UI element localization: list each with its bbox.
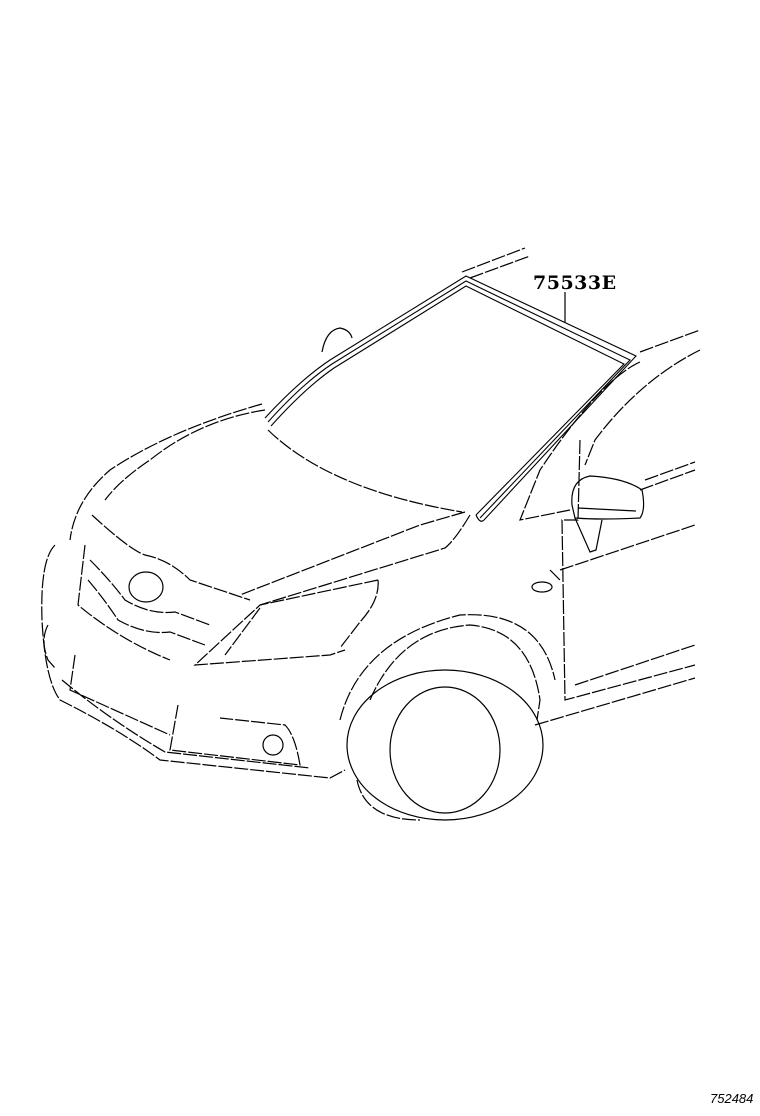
rocker-line: [534, 677, 696, 726]
grille-bar-2: [87, 579, 206, 646]
fog-lamp: [262, 734, 284, 756]
fog-lamp-housing: [169, 704, 301, 766]
wheel-rim: [389, 686, 501, 814]
window-sill: [639, 469, 696, 491]
bumper-intake: [69, 654, 171, 736]
window-sill-top: [644, 461, 696, 481]
headlight-inner: [224, 607, 261, 656]
roof-rear-line: [639, 329, 701, 353]
tire-bottom: [356, 779, 421, 821]
roof-antenna: [321, 327, 353, 353]
wheel-arch-inner: [369, 624, 541, 721]
door-window-top: [584, 349, 701, 466]
side-marker: [531, 581, 553, 593]
bumper-outline: [41, 544, 346, 779]
headlight-outline: [193, 579, 379, 666]
grille-outline: [77, 544, 171, 661]
roof-line-inner: [469, 255, 531, 279]
windshield-molding: [264, 275, 637, 522]
fender-left-outer: [69, 403, 263, 541]
windshield-lower-edge: [267, 429, 463, 513]
a-pillar-outer: [519, 361, 641, 521]
left-fog-lamp: [43, 624, 56, 669]
door-beltline: [559, 524, 696, 571]
figure-id: 752484: [710, 1091, 754, 1106]
side-mirror: [571, 475, 645, 520]
tire: [346, 669, 544, 821]
hood-front-edge: [239, 511, 466, 596]
side-mirror-stem: [574, 517, 603, 553]
grille-top: [91, 514, 251, 601]
headlight-rear: [339, 579, 379, 649]
door-outline: [561, 439, 696, 701]
wheel-arch: [339, 614, 556, 721]
hood-left-edge: [104, 409, 266, 501]
door-lower-line: [574, 644, 696, 686]
side-mirror-line: [577, 507, 637, 512]
part-number-callout: 75533E: [533, 272, 617, 294]
fender-marker: [549, 569, 561, 581]
roof-line: [461, 247, 526, 273]
grille-bar-1: [89, 559, 211, 626]
emblem: [128, 571, 164, 603]
bumper-lower: [61, 679, 311, 769]
fender-crease: [259, 514, 471, 606]
